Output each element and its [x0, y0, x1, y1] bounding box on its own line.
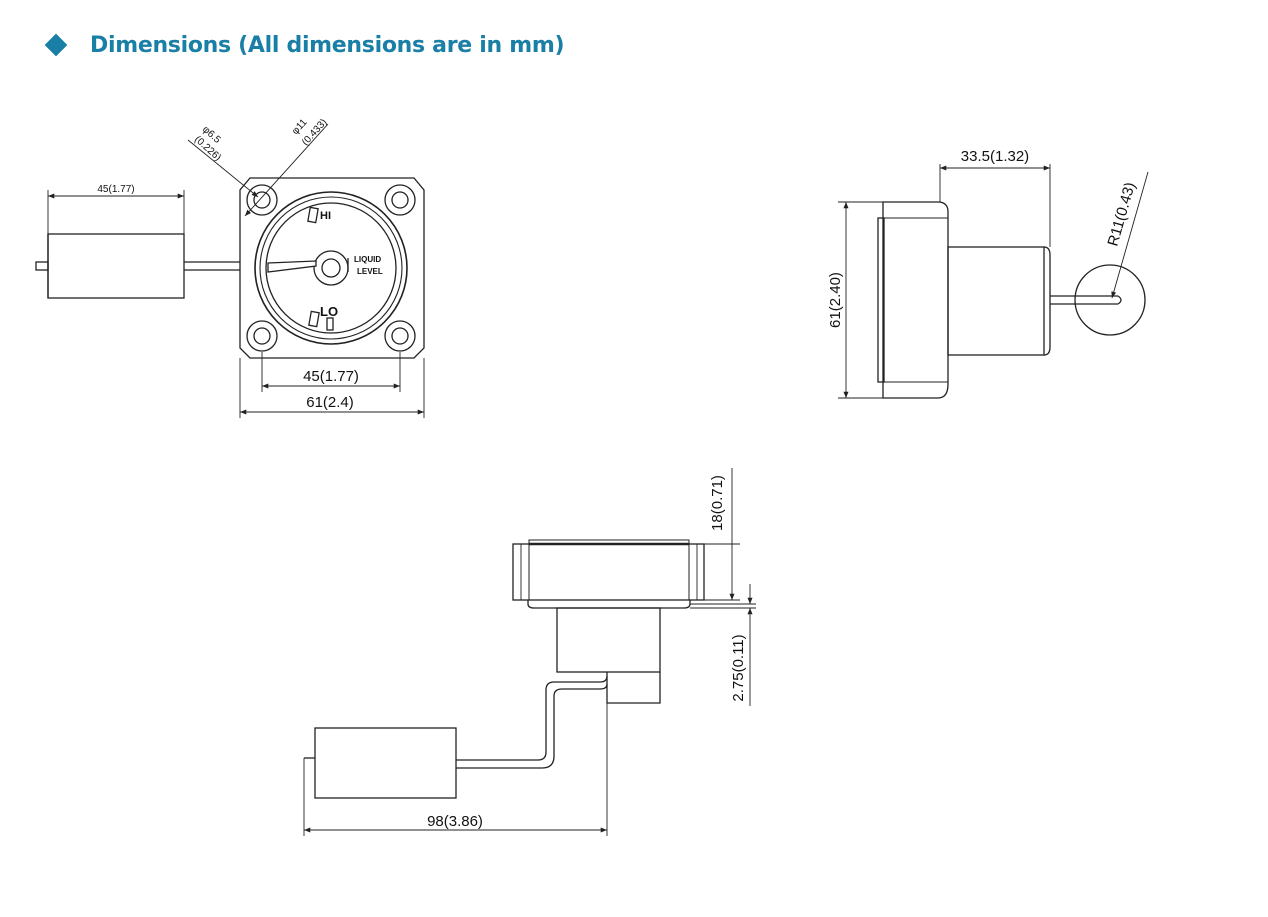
label-lo: LO [320, 304, 338, 319]
gauge-body [947, 246, 1045, 356]
dim-flange-thickness: 18(0.71) [709, 475, 726, 531]
side-view: 33.5(1.32) 61(2.40) R11(0.43) [827, 148, 1149, 399]
float-body [47, 233, 185, 299]
section-header: Dimensions (All dimensions are in mm) [44, 28, 565, 62]
dim-float-arm-length: 45(1.77) [97, 184, 134, 195]
gauge-needle [267, 260, 317, 273]
float-side [314, 727, 457, 799]
dim-hole-spacing: 45(1.77) [303, 368, 359, 385]
dim-overall-height: 61(2.40) [827, 272, 844, 328]
flange-block [882, 201, 949, 399]
body-side [556, 607, 661, 673]
dim-body-depth: 33.5(1.32) [961, 148, 1029, 165]
dim-arm-reach: 98(3.86) [427, 813, 483, 830]
mounting-holes [246, 184, 416, 352]
label-liquid: LIQUID [354, 255, 381, 264]
float-tip [35, 261, 49, 271]
float-ball [1074, 264, 1146, 336]
section-title: Dimensions (All dimensions are in mm) [90, 32, 565, 58]
dim-float-radius: R11(0.43) [1105, 180, 1139, 248]
dim-overall-width: 61(2.4) [306, 394, 354, 411]
dim-gasket-thickness: 2.75(0.11) [730, 634, 747, 701]
label-hi: HI [320, 210, 331, 222]
flange-side [512, 543, 705, 601]
front-view: HI LO LIQUID LEVEL 45(1.77) φ6.5 (0.226)… [35, 117, 425, 418]
gasket [877, 217, 885, 383]
label-level: LEVEL [357, 267, 383, 276]
gauge-dial [254, 191, 408, 345]
bent-arm [456, 675, 608, 761]
bottom-view: 18(0.71) 2.75(0.11) 98(3.86) [303, 468, 756, 836]
mounting-flange [239, 177, 425, 359]
